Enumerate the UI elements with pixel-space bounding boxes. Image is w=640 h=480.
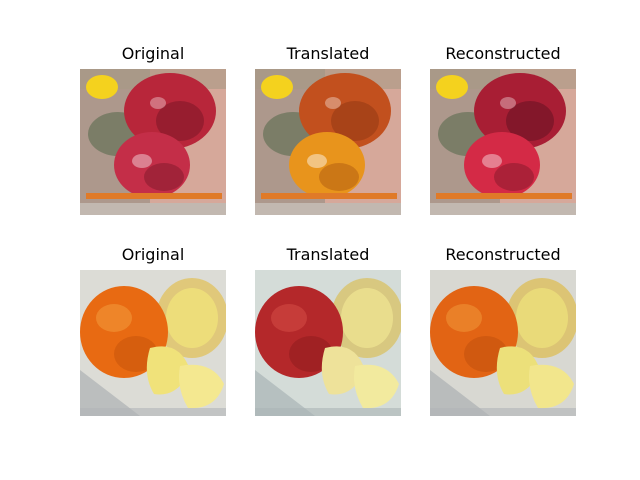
- apples-original-image: [80, 69, 226, 215]
- orange-image-svg: [80, 270, 226, 416]
- panel-title: Original: [121, 245, 185, 264]
- orange-image-svg: [255, 270, 401, 416]
- panel-title: Reconstructed: [445, 245, 561, 264]
- apples-reconstructed-image: [430, 69, 576, 215]
- orange-original-image: [80, 270, 226, 416]
- apples-translated-image: [255, 69, 401, 215]
- apple-image-svg: [255, 69, 401, 215]
- orange-translated-image: [255, 270, 401, 416]
- panel-title: Reconstructed: [445, 44, 561, 63]
- panel-title: Translated: [286, 245, 370, 264]
- panel-title: Translated: [286, 44, 370, 63]
- apple-image-svg: [80, 69, 226, 215]
- orange-image-svg: [430, 270, 576, 416]
- apple-image-svg: [430, 69, 576, 215]
- panel-title: Original: [121, 44, 185, 63]
- orange-reconstructed-image: [430, 270, 576, 416]
